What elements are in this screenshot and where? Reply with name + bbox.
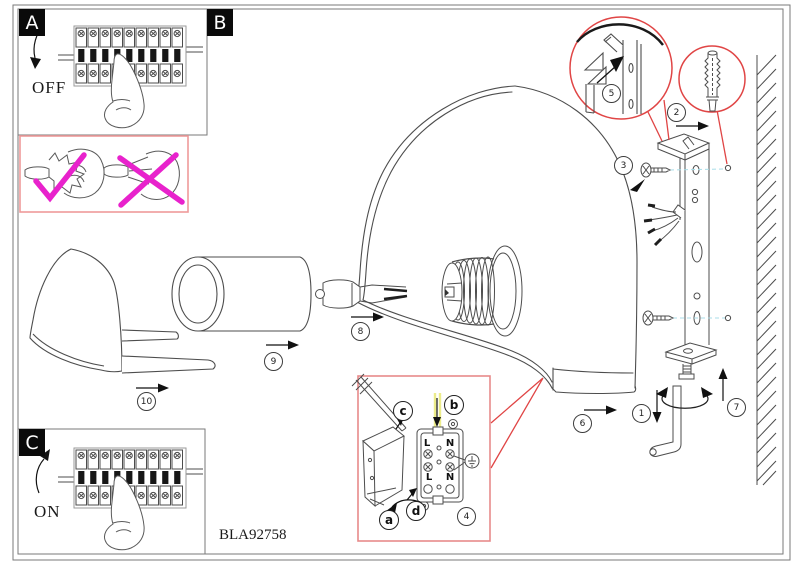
- step-marker-7: 7: [727, 398, 746, 417]
- panel-c-label: C: [19, 429, 45, 456]
- step-marker-2: 2: [667, 103, 686, 122]
- cross-mark: [117, 152, 185, 208]
- allen-key: [649, 385, 713, 457]
- panel-b-label: B: [207, 9, 233, 36]
- bracket-wires: [643, 203, 686, 247]
- check-mark: [33, 152, 87, 203]
- wall-hatching: [756, 54, 777, 486]
- product-code: BLA92758: [219, 527, 287, 543]
- step-marker-4: 4: [457, 507, 476, 526]
- step-marker-5: 5: [602, 84, 621, 103]
- panel-a-label: A: [19, 9, 45, 36]
- letter-marker-a: a: [379, 510, 399, 530]
- halogen-bulb: [315, 279, 408, 309]
- lamp-socket: [441, 245, 523, 337]
- step-marker-3: 3: [614, 156, 633, 175]
- wall-lamp-shade: [356, 85, 638, 395]
- mounting-bracket: [656, 133, 718, 380]
- mounting-screws: [630, 162, 732, 326]
- hand-with-cloth: [24, 148, 105, 199]
- on-text: ON: [34, 502, 61, 521]
- step-marker-9: 9: [264, 352, 283, 371]
- breaker-row-on: [35, 447, 203, 551]
- turn-on-arrow: [35, 449, 50, 494]
- letter-marker-c: c: [393, 401, 413, 421]
- wall-anchor-detail-circle: [678, 45, 746, 165]
- glass-cylinder: [171, 256, 312, 332]
- off-text: OFF: [32, 78, 67, 97]
- step-marker-8: 8: [351, 322, 370, 341]
- terminal-label-n-top: N: [445, 437, 455, 449]
- letter-marker-b: b: [444, 395, 464, 415]
- bulb-handling-box: [19, 135, 189, 213]
- step-marker-10: 10: [137, 392, 156, 411]
- step-marker-1: 1: [632, 404, 651, 423]
- terminal-block: [416, 393, 464, 511]
- breaker-row-off: [30, 23, 203, 129]
- terminal-label-l-top: L: [423, 437, 431, 449]
- letter-marker-d: d: [406, 501, 426, 521]
- terminal-label-l-bottom: L: [425, 471, 433, 483]
- hook-detail-circle: [569, 16, 673, 142]
- page-border: [12, 4, 791, 561]
- wall-section: [756, 54, 777, 486]
- ground-symbol: [453, 453, 480, 471]
- terminal-cover: [362, 426, 405, 508]
- terminal-label-n-bottom: N: [445, 471, 455, 483]
- front-cover: [29, 248, 216, 374]
- step-marker-6: 6: [573, 414, 592, 433]
